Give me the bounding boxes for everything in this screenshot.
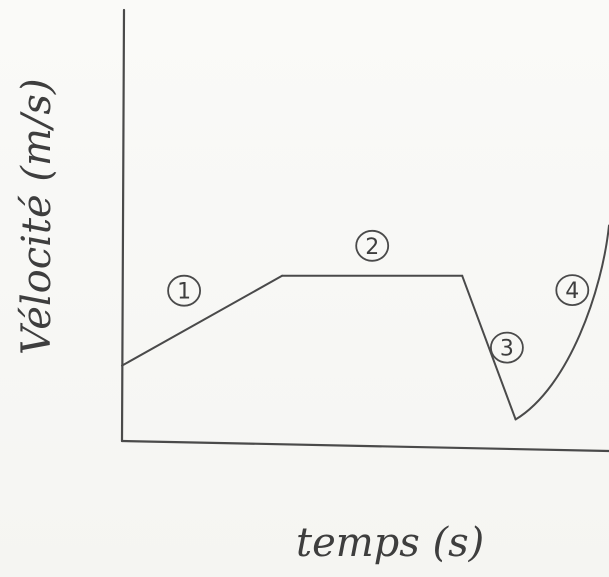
y-axis [120,8,126,443]
segment-1-line [121,274,284,367]
segment-2-number: 2 [365,235,379,260]
segment-4-number: 4 [565,279,579,304]
segment-1-number: 1 [177,280,191,305]
segment-3-line [461,274,517,421]
x-axis [120,439,609,453]
segment-1-circle [167,274,202,307]
segment-4-line [514,224,609,421]
segment-labels-group: 1 2 3 4 [167,229,590,364]
segment-4-circle [555,274,590,307]
segment-3-circle [489,331,524,364]
x-axis-label: temps (s) [296,520,484,566]
y-axis-label: Vélocité (m/s) [14,78,60,355]
segment-4-label: 4 [555,274,590,307]
segment-2-label: 2 [355,229,390,262]
segment-3-label: 3 [489,331,524,364]
segment-3-number: 3 [500,337,514,362]
segments-group [121,224,609,421]
segment-2-circle [355,229,390,262]
segment-1-label: 1 [167,274,202,307]
